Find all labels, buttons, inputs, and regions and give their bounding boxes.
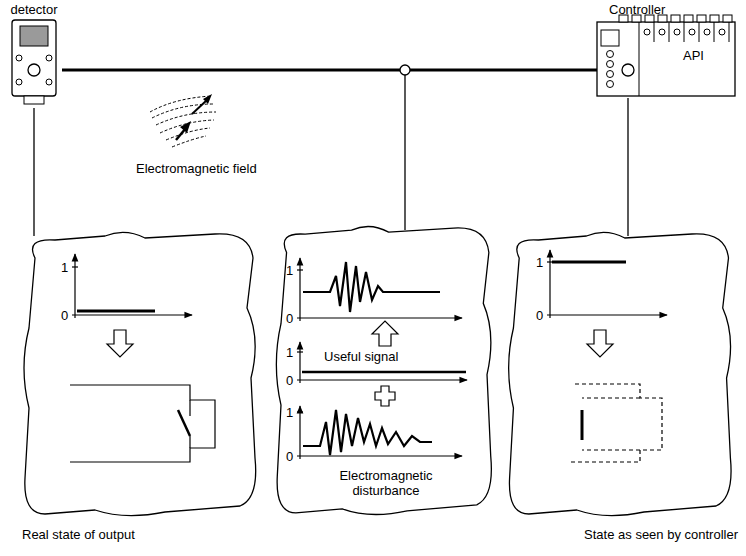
signal-wire xyxy=(62,70,597,71)
down-arrow xyxy=(107,330,133,357)
axis-value: 0 xyxy=(286,311,293,326)
detector-device: detector xyxy=(6,2,62,108)
junction-dot xyxy=(400,65,410,75)
signal-wire xyxy=(628,98,629,236)
node-text: Real state of output xyxy=(22,527,135,542)
node-text: API xyxy=(683,48,704,63)
middle-chart-disturbance xyxy=(297,406,462,459)
node-text: Electromagnetic disturbance xyxy=(325,468,447,498)
up-arrow xyxy=(372,321,398,346)
middle-chart-useful xyxy=(297,342,467,383)
down-arrow xyxy=(587,330,613,357)
controller-device: ControllerAPI xyxy=(597,2,737,98)
field-lines xyxy=(150,96,216,147)
left-chart xyxy=(72,254,192,318)
middle-chart-result xyxy=(297,258,462,321)
state-bubble: State as seen by controller xyxy=(500,228,740,553)
right-chart xyxy=(547,250,667,318)
axis-value: 1 xyxy=(536,255,543,270)
field-arrows xyxy=(176,94,212,140)
blob-outline xyxy=(500,228,740,518)
axis-value: 1 xyxy=(286,263,293,278)
node-text: Controller xyxy=(609,2,665,17)
signal-wire xyxy=(34,108,35,236)
axis-value: 0 xyxy=(286,449,293,464)
axis-value: 0 xyxy=(536,308,543,323)
axis-value: 0 xyxy=(286,373,293,388)
open-contact-symbol xyxy=(70,385,215,462)
node-text: State as seen by controller xyxy=(584,527,738,542)
contact-blade xyxy=(581,410,584,440)
closed-contact-symbol xyxy=(568,384,662,462)
axis-value: 1 xyxy=(286,345,293,360)
signal-tap-wire xyxy=(404,70,405,230)
axis-value: 1 xyxy=(61,260,68,275)
node-text: Useful signal xyxy=(324,349,398,364)
plus-sign xyxy=(375,386,395,406)
signal-bubble: Useful signalElectromagnetic disturbance xyxy=(268,222,500,517)
axis-value: 1 xyxy=(286,405,293,420)
state-bubble: Real state of output xyxy=(15,228,265,553)
field-label: Electromagnetic field xyxy=(136,161,246,176)
axis-value: 0 xyxy=(61,308,68,323)
node-text: detector xyxy=(6,2,62,17)
blob-outline xyxy=(15,228,265,518)
detector-device xyxy=(6,2,62,108)
